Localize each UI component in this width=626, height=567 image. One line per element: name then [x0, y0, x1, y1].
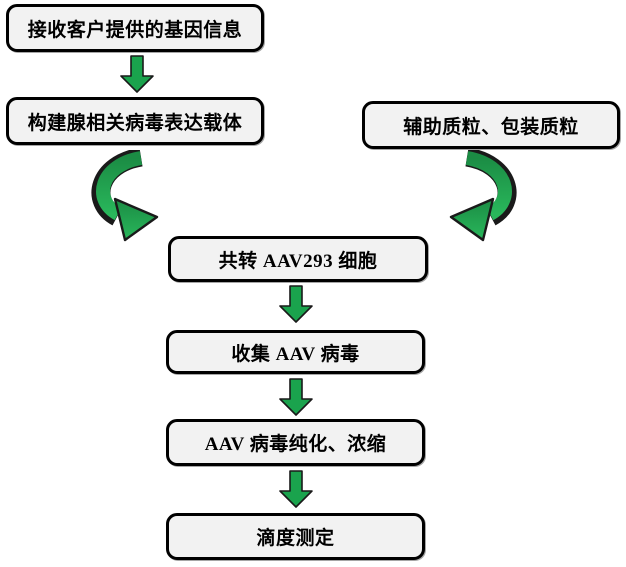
curved-arrow-band [96, 151, 143, 221]
flow-node-label: 接收客户提供的基因信息 [27, 19, 243, 41]
flow-node-cotransfect-cells: 共转 AAV293 细胞 [168, 236, 428, 282]
flow-node-label: AAV 病毒纯化、浓缩 [204, 434, 387, 455]
curved-arrow-head [113, 197, 159, 242]
flow-node-purify-concentrate: AAV 病毒纯化、浓缩 [166, 419, 425, 466]
curved-arrow-head [449, 197, 495, 242]
flow-node-label: 滴度测定 [256, 528, 335, 549]
down-block-arrow-icon [279, 470, 313, 508]
flow-node-construct-vector: 构建腺相关病毒表达载体 [6, 97, 264, 145]
flow-node-label: 辅助质粒、包装质粒 [403, 116, 579, 138]
flow-node-titer-assay: 滴度测定 [166, 513, 425, 560]
curved-arrow-band [465, 151, 512, 221]
down-arrow-shape [120, 55, 154, 93]
flow-node-label: 构建腺相关病毒表达载体 [27, 112, 243, 134]
curved-down-right-arrow-icon [91, 150, 159, 242]
down-arrow-shape [279, 470, 313, 508]
down-block-arrow-icon [279, 285, 313, 323]
down-arrow-shape [279, 378, 313, 416]
down-block-arrow-icon [279, 378, 313, 416]
curved-down-left-arrow-icon [449, 150, 517, 242]
flow-node-receive-gene-info: 接收客户提供的基因信息 [6, 4, 264, 52]
flow-node-label: 共转 AAV293 细胞 [218, 250, 378, 272]
flow-node-label: 收集 AAV 病毒 [231, 343, 360, 365]
down-block-arrow-icon [120, 55, 154, 93]
down-arrow-shape [279, 285, 313, 323]
flow-node-collect-virus: 收集 AAV 病毒 [166, 330, 425, 374]
flow-node-helper-plasmids: 辅助质粒、包装质粒 [362, 101, 620, 149]
